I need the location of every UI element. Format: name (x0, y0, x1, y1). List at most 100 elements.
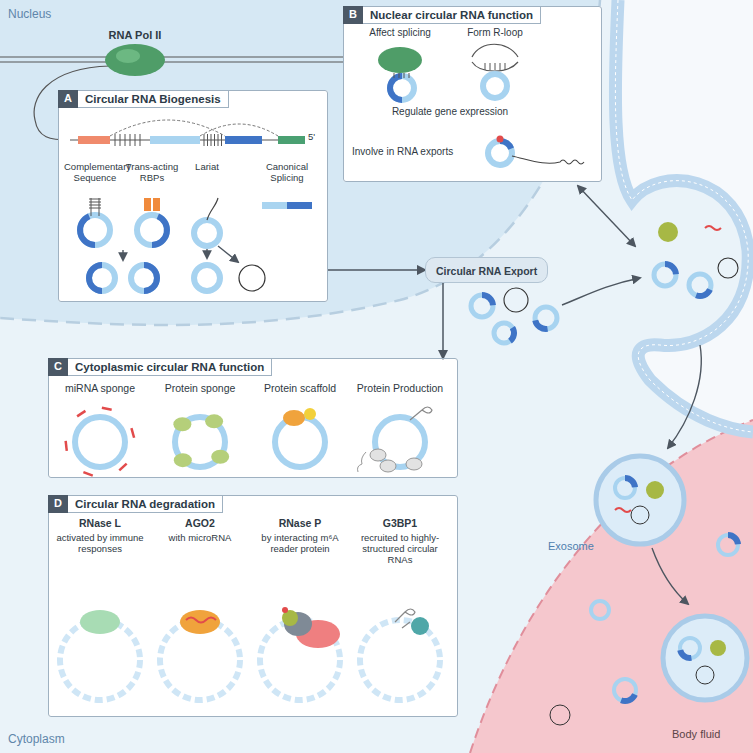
circular-rna (360, 620, 440, 700)
panel-letter: A (58, 90, 78, 108)
panel-title: Circular RNA degradation (68, 495, 223, 513)
rna-polymerase-highlight (116, 49, 140, 63)
panel-title: Nuclear circular RNA function (363, 6, 541, 24)
r-loop-strand (472, 62, 518, 71)
exon-segment (728, 532, 741, 545)
function-label: Affect splicing (355, 27, 445, 39)
exon (150, 136, 200, 144)
exon-segment (77, 213, 95, 248)
protein (205, 414, 223, 428)
panel-header: BNuclear circular RNA function (343, 6, 541, 24)
flow-arrow (652, 548, 688, 604)
mechanism-note: with microRNA (152, 533, 248, 544)
exon-segment (620, 693, 638, 704)
mirna (83, 472, 92, 476)
complementary-tick (211, 134, 212, 146)
enzyme-label: G3BP1 (352, 517, 448, 529)
splice-arc (200, 124, 278, 136)
exosome (596, 456, 684, 544)
flow-arrow (328, 269, 425, 271)
pairing-tick (500, 63, 501, 70)
intron-circle (239, 265, 265, 291)
intron-circle (696, 666, 714, 684)
panel-ground (343, 6, 602, 182)
export-label-box: Circular RNA Export (425, 257, 548, 283)
complementary-tick (207, 134, 208, 146)
mirna-cargo (615, 508, 631, 512)
spliced-exon (262, 202, 287, 209)
region-label: Body fluid (672, 728, 742, 741)
mechanism-label: Lariat (184, 162, 230, 173)
ago2-protein (180, 610, 220, 634)
panel-header: CCytoplasmic circular RNA function (48, 358, 272, 376)
panel-header: DCircular RNA degradation (48, 495, 223, 513)
flow-arrow (578, 186, 635, 246)
body-fluid-ground (470, 420, 753, 753)
mrna-tail (512, 156, 584, 164)
splice-arc (110, 120, 225, 136)
complementary-tick (125, 134, 126, 146)
circular-rna (483, 74, 507, 98)
function-label: Regulate gene expression (375, 106, 525, 118)
exosome (663, 616, 747, 700)
complementary-tick (140, 134, 141, 146)
cytoplasmic-function-panel: CCytoplasmic circular RNA function (48, 358, 458, 478)
ribosome (370, 449, 386, 461)
flow-arrow (206, 249, 207, 258)
hairpin-stem (91, 198, 99, 216)
mechanism-note: recruited to highly-structured circular … (352, 533, 448, 566)
rna-polymerase (105, 44, 165, 76)
protein (304, 408, 316, 420)
protein-cargo (646, 481, 664, 499)
nucleus-ground (0, 0, 600, 325)
spliced-exon (287, 202, 312, 209)
protein (174, 453, 192, 467)
exon-segment (144, 262, 160, 294)
mechanism-label: Trans-acting RBPs (124, 162, 180, 184)
mechanism-note: by interacting m⁶A reader protein (252, 533, 348, 555)
pairing-tick (490, 63, 491, 70)
complementary-tick (221, 134, 222, 146)
mirna (66, 441, 67, 451)
function-label: miRNA sponge (52, 382, 148, 394)
mechanism-label: Canonical Splicing (255, 162, 319, 184)
function-label: Involve in RNA exports (352, 146, 482, 158)
pairing-tick (404, 73, 405, 78)
mechanism-note: activated by immune responses (52, 533, 148, 555)
vesicle-label: Exosome (548, 540, 608, 553)
panel-ground (48, 495, 458, 717)
ribosome (406, 458, 422, 470)
complementary-tick (135, 134, 136, 146)
panel-letter: C (48, 358, 68, 376)
function-label: Protein sponge (152, 382, 248, 394)
g3bp1-protein (411, 617, 429, 635)
mirna-cargo (705, 226, 721, 230)
panel-title: Cytoplasmic circular RNA function (68, 358, 272, 376)
enzyme-label: RNA Pol II (90, 29, 180, 42)
mechanism-label: Complementary Sequence (64, 162, 126, 184)
protein-cargo (710, 640, 726, 656)
panel-letter: B (343, 6, 363, 24)
exon-segment (532, 320, 548, 332)
exon (225, 136, 262, 144)
lariat-tail (207, 198, 218, 220)
protein (211, 450, 229, 464)
circular-rna (75, 417, 125, 467)
panel-ground (48, 358, 458, 478)
circular-rna (194, 220, 220, 246)
circular-rna (591, 601, 609, 619)
mirna (77, 411, 85, 417)
region-label: Cytoplasm (8, 733, 88, 747)
peptide-chain (358, 452, 367, 472)
mirna (102, 408, 112, 410)
flow-arrow (442, 283, 444, 358)
pairing-tick (485, 63, 486, 70)
enzyme-label: AGO2 (152, 517, 248, 529)
exon-segment (677, 649, 692, 661)
protein-cargo (658, 222, 678, 242)
biogenesis-panel: ACircular RNA Biogenesis (58, 90, 328, 302)
exon-segment (387, 73, 402, 103)
